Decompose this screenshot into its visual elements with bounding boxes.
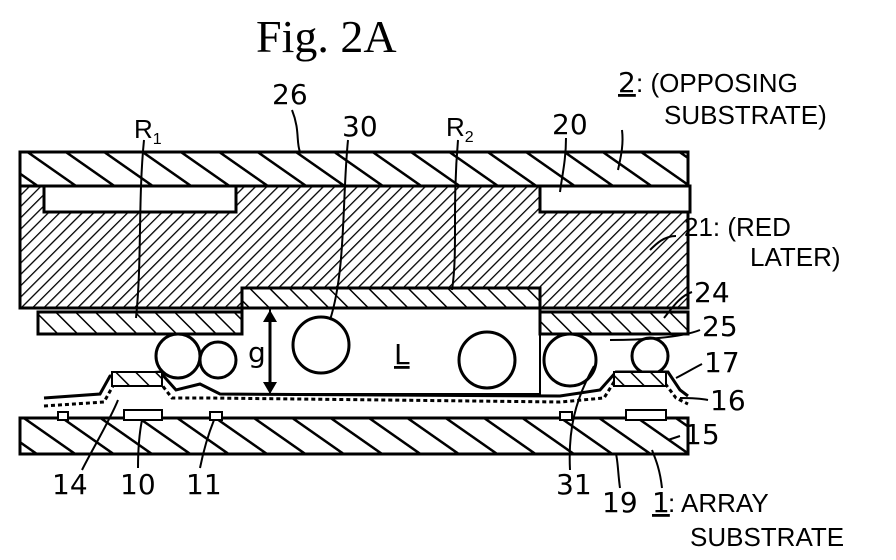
label-later: LATER) (750, 242, 841, 272)
label-15: 15 (684, 418, 720, 451)
leader-17 (676, 364, 702, 378)
label-opposing-line1: : (OPPOSING (636, 68, 798, 98)
leader-19 (616, 454, 620, 488)
array-substrate-layer (20, 418, 688, 454)
spacer-ball-left-2 (200, 342, 236, 378)
gap-arrow-head-bottom (263, 382, 277, 394)
spacer-ball-30 (293, 317, 349, 373)
figure-title: Fig. 2A (256, 11, 397, 62)
label-20: 20 (552, 108, 588, 141)
label-array-line2: SUBSTRATE (690, 522, 844, 552)
label-25: 25 (702, 310, 738, 343)
leader-16 (680, 398, 708, 400)
gate-electrode-right (626, 410, 666, 420)
tft-element-left (112, 372, 162, 386)
label-11: 11 (186, 468, 222, 501)
label-gap-g: g (248, 336, 266, 369)
label-14: 14 (52, 468, 88, 501)
label-30: 30 (342, 110, 378, 143)
label-r2: R2 (446, 112, 474, 146)
gate-electrode-10 (124, 410, 162, 420)
layer-24-left (38, 312, 242, 334)
opposing-substrate-layer (20, 152, 688, 186)
label-10: 10 (120, 468, 156, 501)
cavity-right (540, 186, 690, 212)
electrode-11 (210, 412, 222, 420)
label-31: 31 (556, 468, 592, 501)
electrode-left-edge (58, 412, 68, 420)
label-26: 26 (272, 78, 308, 111)
leader-1 (652, 450, 662, 488)
leader-26 (292, 110, 300, 152)
label-21: 21: (RED (684, 212, 791, 242)
tft-element-right (614, 372, 666, 386)
label-r1: R1 (134, 114, 162, 148)
label-opposing-line2: SUBSTRATE) (664, 100, 827, 130)
gap-arrow-head-top (263, 310, 277, 322)
label-24: 24 (694, 276, 730, 309)
layer-24-center (242, 288, 540, 308)
label-liquid-crystal: L (394, 338, 410, 371)
label-17: 17 (704, 346, 740, 379)
label-array-line1: : ARRAY (668, 488, 769, 518)
label-19: 19 (602, 486, 638, 519)
label-2: 2 (618, 66, 636, 99)
spacer-ball-center (459, 332, 515, 388)
spacer-ball-right-2 (632, 338, 668, 374)
label-16: 16 (710, 384, 746, 417)
electrode-31 (560, 412, 572, 420)
